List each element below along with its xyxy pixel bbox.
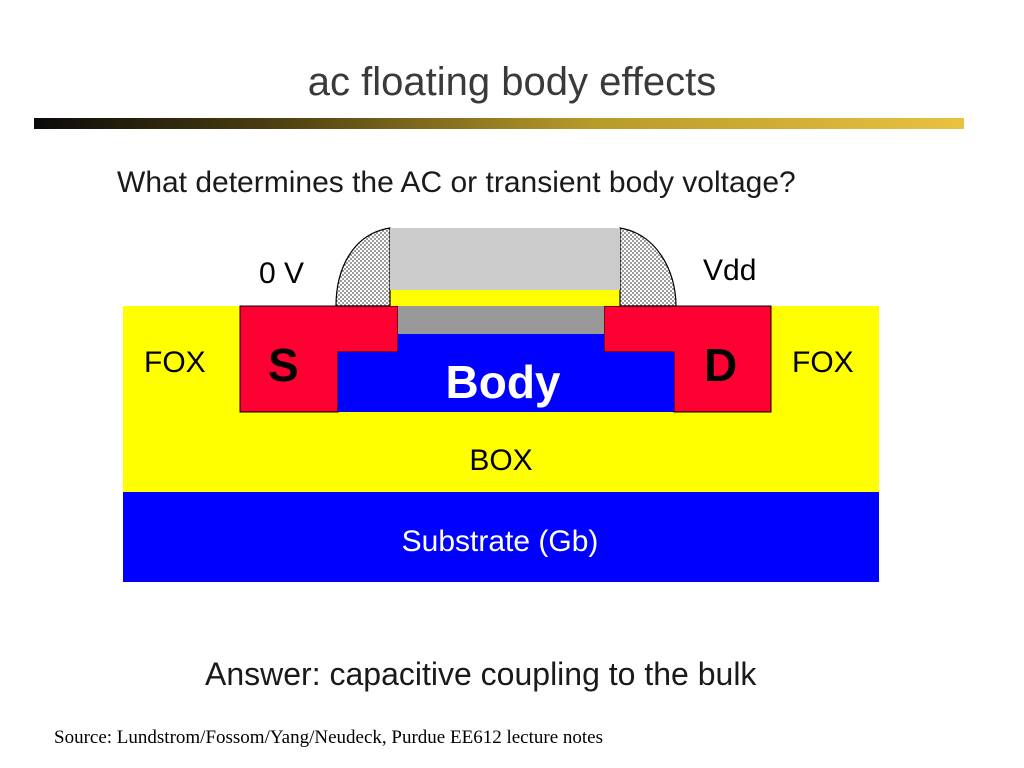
substrate-region bbox=[123, 492, 879, 582]
box-label: BOX bbox=[469, 444, 532, 477]
answer-text: Answer: capacitive coupling to the bulk bbox=[205, 656, 757, 692]
left-spacer bbox=[335, 227, 391, 307]
drain-label: D bbox=[704, 339, 737, 391]
source-label: S bbox=[268, 339, 299, 391]
source-citation: Source: Lundstrom/Fossom/Yang/Neudeck, P… bbox=[54, 727, 603, 748]
source-voltage-label: 0 V bbox=[259, 257, 304, 290]
title-divider bbox=[34, 118, 964, 129]
fox-right-label: FOX bbox=[792, 346, 854, 379]
drain-voltage-label: Vdd bbox=[703, 254, 756, 287]
body-region bbox=[338, 334, 674, 412]
substrate-label: Substrate (Gb) bbox=[402, 525, 599, 558]
question-text: What determines the AC or transient body… bbox=[117, 166, 796, 199]
gate-oxide bbox=[390, 290, 620, 306]
body-label: Body bbox=[446, 356, 561, 408]
slide-title: ac floating body effects bbox=[307, 60, 717, 104]
gate-electrode bbox=[390, 228, 620, 290]
gate-contact bbox=[398, 306, 604, 334]
fox-left-label: FOX bbox=[144, 346, 206, 379]
right-spacer bbox=[619, 227, 677, 307]
